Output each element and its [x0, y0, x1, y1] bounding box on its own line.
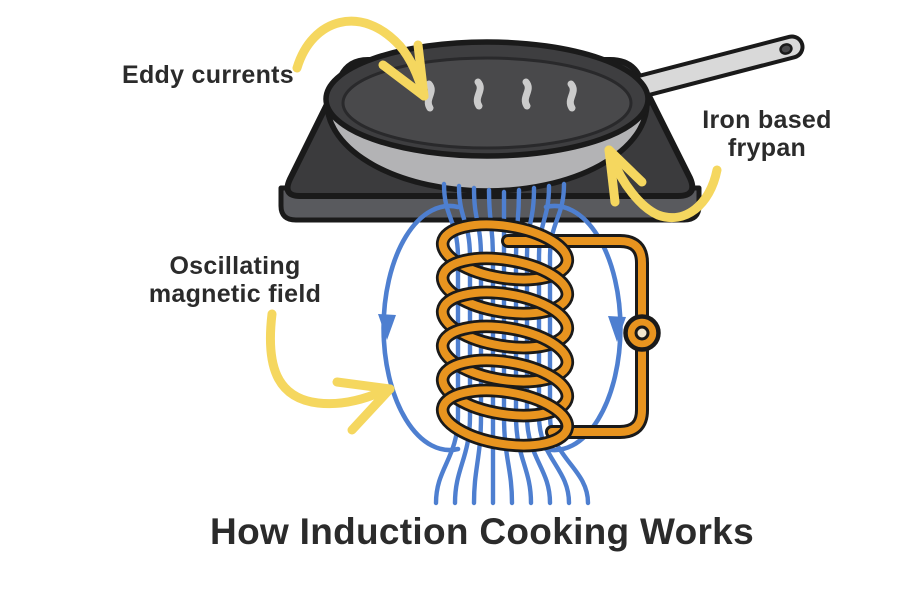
label-eddy-currents: Eddy currents	[121, 61, 294, 89]
steam-wisp	[424, 80, 435, 112]
pan-handle	[621, 34, 805, 101]
annotation-arrows	[265, 16, 722, 435]
magnetic-field-arrow	[265, 309, 395, 435]
field-line	[433, 181, 461, 506]
frypan-arrow	[604, 145, 722, 223]
label-oscillating-line2: magnetic field	[148, 280, 322, 309]
steam-wisp	[473, 78, 484, 110]
diagram-title: How Induction Cooking Works	[210, 511, 754, 552]
label-iron-line2: frypan	[727, 134, 807, 163]
label-oscillating-line1: Oscillating	[169, 252, 301, 280]
field-direction-arrowhead-left	[378, 314, 396, 340]
circuit-node-center	[634, 325, 650, 341]
field-direction-arrowhead-right	[608, 316, 626, 342]
steam-wisp	[521, 78, 532, 110]
coil-circuit	[501, 234, 661, 439]
steam-wisp	[566, 80, 577, 112]
induction-coil	[435, 217, 575, 453]
steam-wisps	[424, 78, 577, 112]
eddy-currents-arrow	[292, 16, 429, 101]
label-oscillating-magnetic-field: Oscillating magnetic field	[124, 252, 346, 309]
label-iron-line1: Iron based	[702, 106, 832, 134]
handle-hole	[779, 43, 793, 55]
label-iron-based-frypan: Iron based frypan	[676, 106, 858, 163]
